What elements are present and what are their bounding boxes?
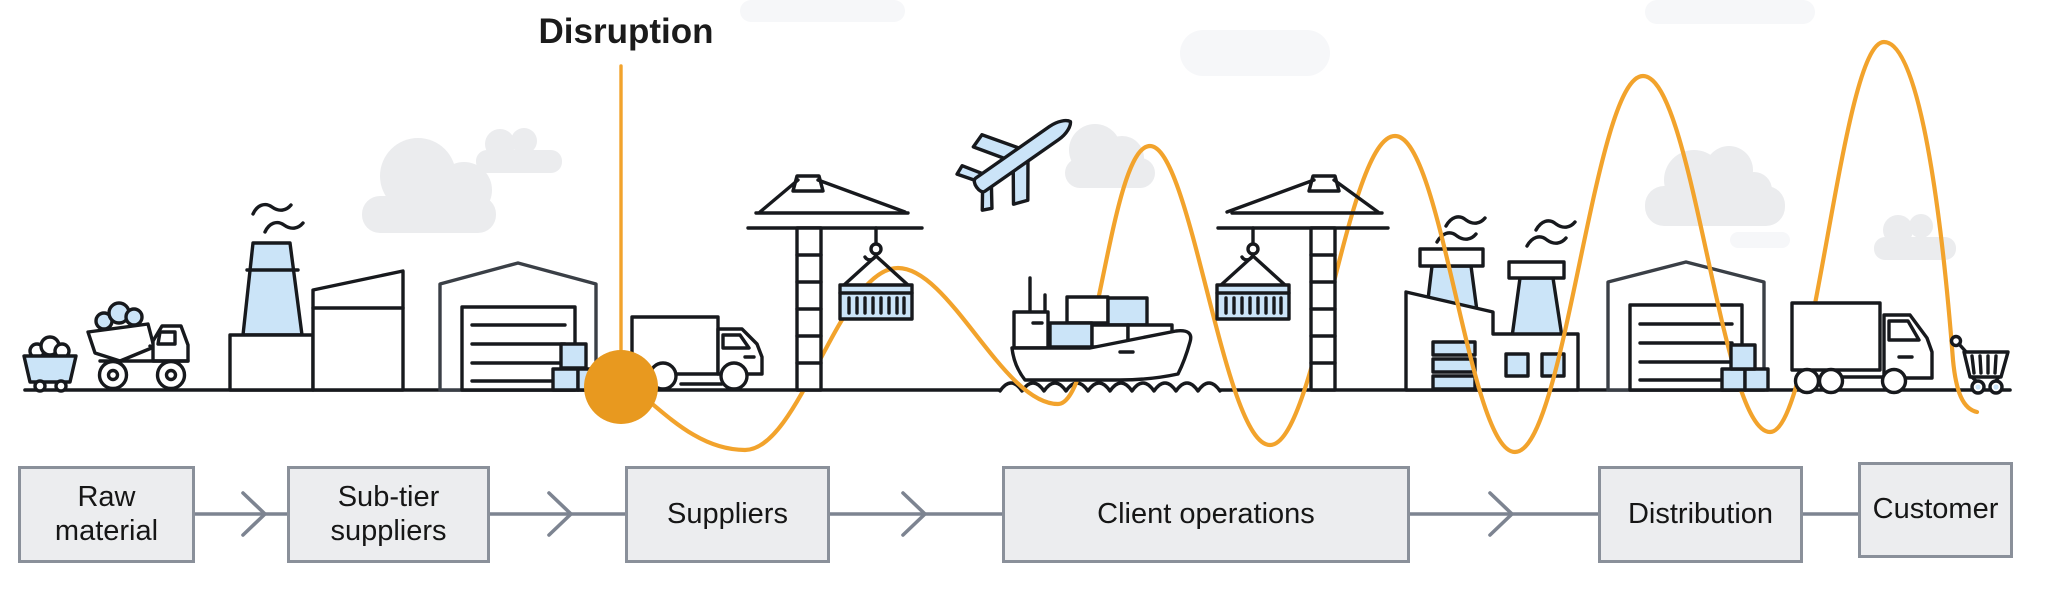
factory-icon	[228, 202, 405, 392]
chevron-arrow-icon	[901, 491, 927, 537]
bullwhip-wave-line	[647, 39, 1980, 455]
stage-label: Distribution	[1627, 497, 1774, 530]
flow-connectors	[193, 491, 1860, 537]
chevron-arrow-icon	[241, 491, 267, 537]
stage-label: Customer	[1872, 493, 1999, 526]
stage-label: Sub-tier suppliers	[330, 481, 447, 547]
water-waves	[998, 381, 1222, 393]
disruption-marker-dot	[584, 350, 658, 424]
shopping-cart-icon	[1949, 334, 2010, 395]
container-crane-icon	[1215, 174, 1390, 392]
cargo-boxes-icon	[1720, 343, 1770, 392]
cloud-icon	[1065, 124, 1155, 188]
stage-label: Client operations	[1097, 497, 1315, 530]
disruption-label: Disruption	[538, 12, 714, 51]
cargo-ship-icon	[1010, 276, 1193, 382]
dump-truck-icon	[86, 301, 190, 391]
mine-cart-icon	[22, 335, 78, 393]
faint-cloud-shapes	[740, 0, 1815, 248]
chevron-arrow-icon	[1488, 491, 1514, 537]
airplane-icon	[955, 118, 1073, 212]
stage-distribution: Distribution	[1598, 466, 1803, 563]
cloud-icon	[362, 128, 562, 233]
stage-label: Raw material	[54, 481, 159, 547]
container-crane-icon	[746, 174, 924, 392]
stage-label: Suppliers	[667, 497, 788, 530]
stage-customer: Customer	[1858, 462, 2013, 558]
chevron-arrow-icon	[547, 491, 573, 537]
stage-suppliers: Suppliers	[625, 466, 830, 563]
cloud-icon	[1645, 146, 1956, 260]
stage-client-operations: Client operations	[1002, 466, 1410, 563]
delivery-truck-icon	[630, 315, 764, 391]
cooling-tower-factory-icon	[1404, 215, 1580, 392]
stage-raw-material: Raw material	[18, 466, 195, 563]
delivery-truck-icon	[1790, 301, 1934, 395]
stage-sub-tier-suppliers: Sub-tier suppliers	[287, 466, 490, 563]
